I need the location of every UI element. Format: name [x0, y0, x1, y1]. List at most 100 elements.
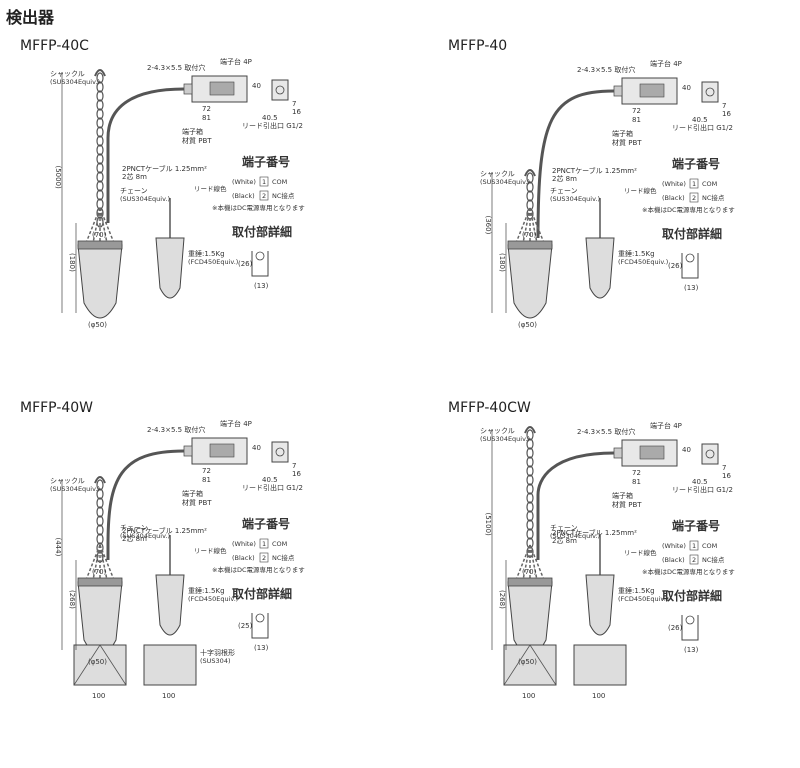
chain-link [526, 528, 534, 540]
terminal-heading: 端子番号 [672, 156, 720, 171]
cable [106, 87, 185, 223]
terminal-2: 2 [262, 192, 266, 200]
terminal-1: 1 [692, 542, 696, 550]
wing-plate-side [143, 644, 197, 686]
cable [536, 89, 615, 239]
black-label: (Black) [662, 556, 685, 564]
nc-label: NC接点 [702, 193, 725, 202]
chain-link [96, 117, 104, 129]
wing-lines [73, 644, 127, 686]
dim-7: 7 [722, 102, 726, 110]
mount-dim-height: (26) [238, 260, 253, 268]
dim-16: 16 [722, 110, 731, 118]
terminal-block [639, 83, 665, 98]
terminal-block [639, 445, 665, 460]
outlet-circle [705, 87, 715, 97]
chain-link [526, 172, 534, 184]
chain-link [526, 510, 534, 522]
lead-outlet-label: リード引出口 G1/2 [242, 483, 303, 492]
mount-heading: 取付部詳細 [232, 586, 292, 601]
lead-color-label: リード線色 [624, 186, 657, 195]
chain-link [96, 81, 104, 93]
dim-wing-width-side: 100 [592, 692, 605, 700]
terminal-block-label: 端子台 4P [650, 421, 682, 430]
dim-total-length: (5000) [54, 166, 62, 190]
cable-label: 2PNCTケーブル 1.25mm² [552, 528, 637, 537]
wing-lines [503, 644, 557, 686]
weight-material: (FCD450Equiv.) [188, 595, 238, 603]
mount-hole-label: 2-4.3×5.5 取付穴 [147, 425, 205, 434]
cable-gland [183, 83, 193, 95]
weight-label: 重錘:1.5Kg [188, 586, 225, 595]
chain-link [96, 162, 104, 174]
dim-72: 72 [202, 105, 211, 113]
float-body [507, 244, 553, 319]
lead-color-label: リード線色 [624, 548, 657, 557]
mount-heading: 取付部詳細 [662, 588, 722, 603]
chain-link [96, 216, 104, 228]
wing-plate [503, 644, 557, 686]
weight-body [155, 237, 185, 299]
terminal-cell-2 [259, 190, 269, 201]
lead-color-label: リード線色 [194, 546, 227, 555]
mount-hole-label: 2-4.3×5.5 取付穴 [577, 427, 635, 436]
float-cap [507, 240, 553, 250]
dim-sub-length: (180) [498, 253, 506, 272]
chain-link [526, 429, 534, 441]
box-label: 端子箱 [182, 489, 203, 498]
terminal-2: 2 [262, 554, 266, 562]
dc-note: ※本機はDC電源専用となります [212, 565, 305, 574]
terminal-1: 1 [692, 180, 696, 188]
dim-sub-length: (268) [68, 590, 76, 609]
wing-plate [73, 644, 127, 686]
outlet-circle [275, 85, 285, 95]
cable-length: 2芯 8m [122, 172, 147, 181]
mount-hole [255, 251, 265, 261]
float-cap [77, 577, 123, 587]
shackle-label: シャックル [480, 427, 515, 435]
dim-40: 40 [252, 82, 261, 90]
dim-total-length: (444) [54, 538, 62, 557]
lead-outlet-label: リード引出口 G1/2 [672, 485, 733, 494]
box-side-view [701, 81, 719, 103]
mount-bracket [251, 251, 269, 277]
chain-label: チェーン [120, 187, 148, 195]
chain-link [526, 190, 534, 202]
dim-40: 40 [682, 84, 691, 92]
terminal-1: 1 [262, 178, 266, 186]
chain-link [526, 519, 534, 531]
dim-70: (70) [92, 568, 107, 576]
dim-81: 81 [632, 478, 641, 486]
terminal-heading: 端子番号 [672, 518, 720, 533]
mount-heading: 取付部詳細 [232, 224, 292, 239]
shackle-material: (SUS304Equiv.) [50, 485, 100, 493]
chain-leg [90, 207, 101, 254]
cable-length: 2芯 8m [552, 536, 577, 545]
mount-hole-label: 2-4.3×5.5 取付穴 [577, 65, 635, 74]
chain-leg [520, 544, 531, 591]
chain-link [526, 501, 534, 513]
chain-link [96, 189, 104, 201]
dc-note: ※本機はDC電源専用となります [642, 567, 735, 576]
dim-7: 7 [292, 462, 296, 470]
chain-leg [520, 207, 531, 254]
com-label: COM [272, 540, 287, 548]
chain-label: チェーン [120, 524, 148, 532]
dim-70: (70) [522, 568, 537, 576]
terminal-cell-1 [689, 178, 699, 189]
chain-leg [90, 544, 101, 591]
terminal-cell-1 [259, 176, 269, 187]
chain-link [526, 474, 534, 486]
dim-sub-length: (180) [68, 253, 76, 272]
shackle [524, 169, 536, 177]
dim-sub-length: (268) [498, 590, 506, 609]
dim-total-length: (5100) [484, 513, 492, 537]
mount-bracket [681, 253, 699, 279]
dim-72: 72 [632, 107, 641, 115]
chain-link [96, 90, 104, 102]
outlet-circle [275, 447, 285, 457]
chain-link [96, 479, 104, 491]
